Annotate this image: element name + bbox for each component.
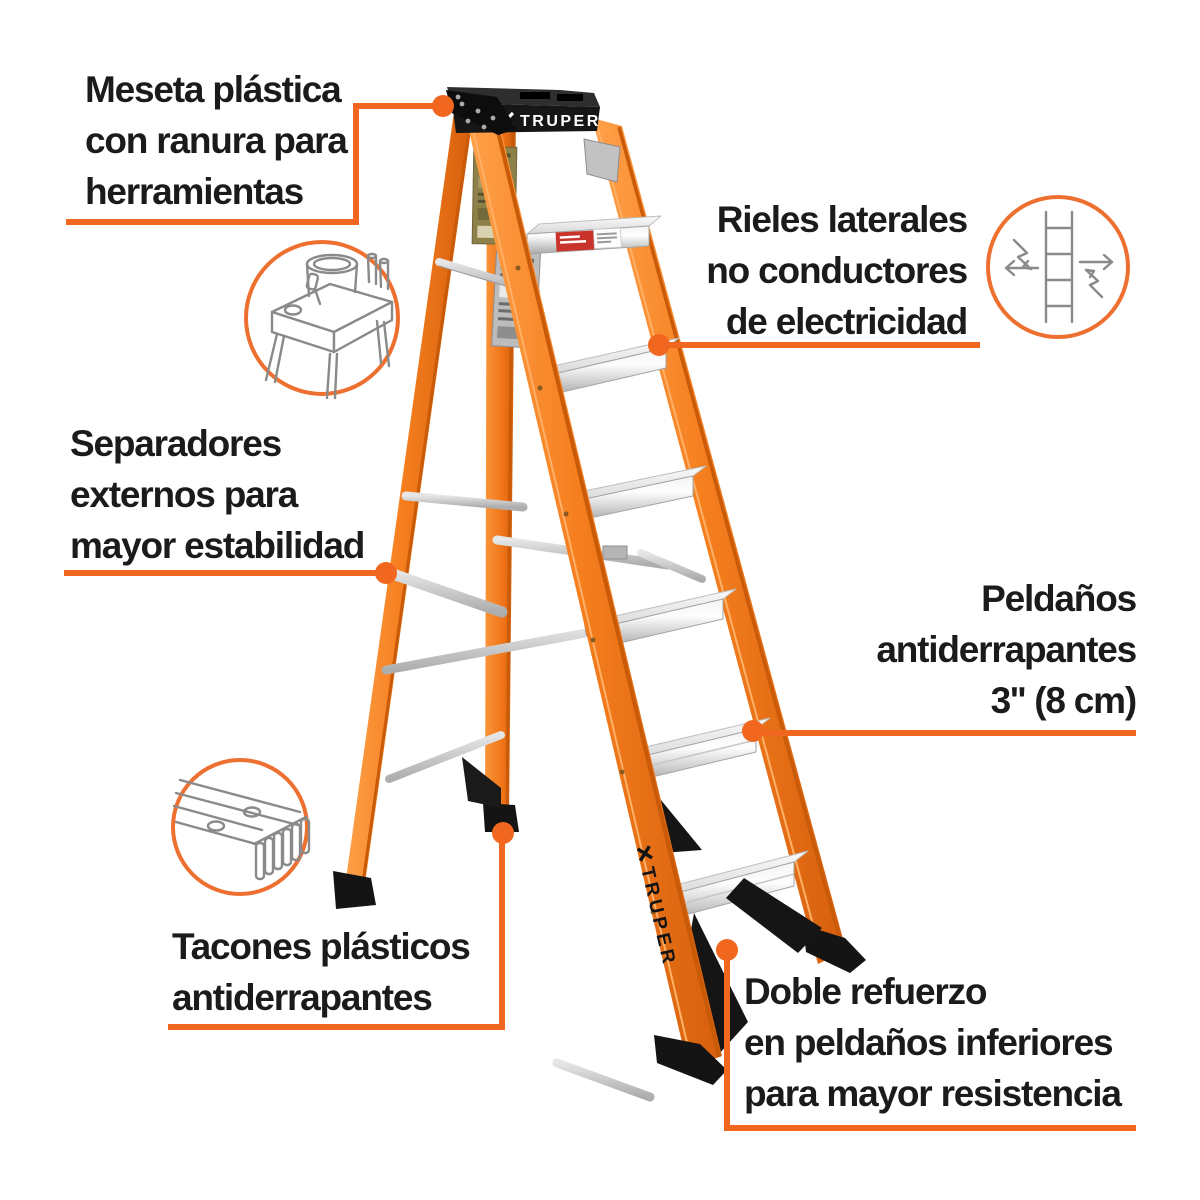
truper-cap-text: TRUPER xyxy=(520,113,601,130)
back-left-rail xyxy=(333,105,474,909)
callout-separadores-line1: Separadores xyxy=(70,423,282,464)
front-right-rail xyxy=(592,118,866,973)
ladder-top-cap: TRUPER xyxy=(446,87,601,135)
callout-tacones-line2: antiderrapantes xyxy=(172,977,433,1018)
peldanos-connector-dot xyxy=(742,720,764,742)
meseta-connector-dot xyxy=(432,95,454,117)
callout-peldanos-line3: 3'' (8 cm) xyxy=(990,680,1138,721)
callout-separadores: Separadores externos para mayor estabili… xyxy=(70,418,365,571)
ladder-step xyxy=(526,215,662,255)
callout-dots xyxy=(375,95,764,961)
doble-refuerzo-connector-dot xyxy=(716,939,738,961)
callout-rieles-line3: de electricidad xyxy=(725,301,968,342)
callout-connectors xyxy=(64,103,1136,1131)
callout-meseta-line2: con ranura para xyxy=(85,120,348,161)
separadores-connector-dot xyxy=(375,562,397,584)
tool-tray-icon xyxy=(244,240,400,400)
doble-refuerzo-connector-line xyxy=(724,958,1136,1131)
callout-doble-line1: Doble refuerzo xyxy=(744,971,987,1012)
rail-rivets xyxy=(515,265,656,915)
brace-bracket xyxy=(462,757,501,808)
callout-peldanos-line1: Peldaños xyxy=(981,578,1137,619)
front-left-foot xyxy=(654,1035,727,1085)
callout-peldanos: Peldaños antiderrapantes 3'' (8 cm) xyxy=(876,573,1138,726)
callout-meseta-line3: herramientas xyxy=(85,171,304,212)
gusset-rivets xyxy=(455,94,496,130)
callout-rieles-line1: Rieles laterales xyxy=(716,199,968,240)
callout-rieles-line2: no conductores xyxy=(706,250,968,291)
callout-doble-refuerzo: Doble refuerzo en peldaños inferiores pa… xyxy=(744,966,1122,1119)
callout-rieles: Rieles laterales no conductores de elect… xyxy=(706,194,968,347)
callout-doble-line2: en peldaños inferiores xyxy=(744,1022,1114,1063)
non-conductive-rails-icon xyxy=(986,195,1130,339)
ladder: TRUPER TRUPER xyxy=(333,87,866,1102)
callout-tacones: Tacones plásticos antiderrapantes xyxy=(172,921,471,1023)
callout-separadores-line2: externos para xyxy=(70,474,298,515)
callout-doble-line3: para mayor resistencia xyxy=(744,1073,1122,1114)
front-right-foot xyxy=(803,925,866,973)
tacones-connector-dot xyxy=(492,822,514,844)
cap-gusset xyxy=(446,90,517,135)
step-warning-label xyxy=(555,227,622,252)
callout-meseta: Meseta plástica con ranura para herramie… xyxy=(85,64,348,217)
tacones-connector-line xyxy=(168,841,505,1030)
callout-separadores-line3: mayor estabilidad xyxy=(70,525,365,566)
meseta-connector-line xyxy=(66,103,434,225)
rieles-connector-dot xyxy=(648,334,670,356)
callout-tacones-line1: Tacones plásticos xyxy=(172,926,471,967)
ladder-steps xyxy=(526,215,809,923)
back-left-foot xyxy=(333,871,376,909)
hinge-bracket xyxy=(583,138,621,183)
anti-slip-step-icon xyxy=(171,758,311,896)
callout-peldanos-line2: antiderrapantes xyxy=(876,629,1137,670)
callout-meseta-line1: Meseta plástica xyxy=(85,69,342,110)
